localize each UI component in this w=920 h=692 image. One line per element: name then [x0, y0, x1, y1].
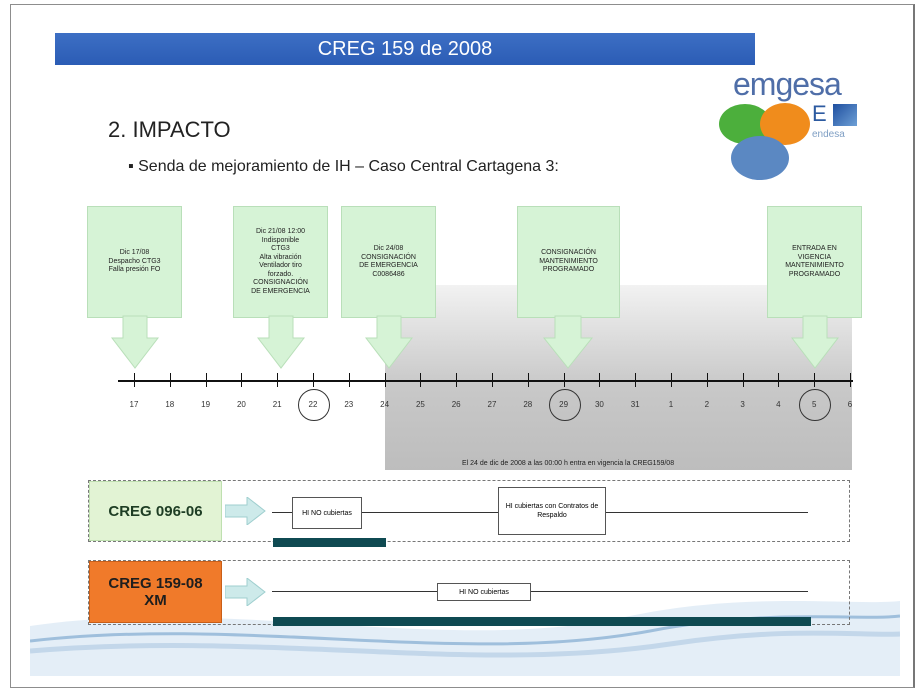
row1-hi-cubiertas-contratos: HI cubiertas con Contratos de Respaldo — [498, 487, 606, 535]
timeline-label: 25 — [415, 400, 425, 409]
timeline-tick — [527, 373, 529, 387]
timeline-tick — [563, 373, 565, 387]
row1-bar — [273, 538, 386, 547]
emgesa-logo-text: emgesa — [733, 66, 842, 102]
timeline-label: 28 — [523, 400, 533, 409]
row1-arrow-icon — [225, 497, 266, 525]
timeline-highlight-circle — [298, 389, 330, 421]
timeline-label: 2 — [704, 400, 710, 409]
endesa-logo-text: endesa — [812, 129, 845, 140]
timeline-label: 17 — [129, 400, 139, 409]
timeline-axis — [118, 380, 853, 382]
timeline-tick — [348, 373, 350, 387]
timeline-tick — [599, 373, 601, 387]
timeline-label: 24 — [380, 400, 390, 409]
timeline-tick — [241, 373, 243, 387]
endesa-square-icon — [833, 104, 857, 126]
timeline-tick — [635, 373, 637, 387]
arrow-mant — [542, 315, 594, 369]
timeline-tick — [313, 373, 314, 387]
arrow-dec24 — [364, 315, 414, 369]
timeline-tick — [850, 373, 851, 387]
arrow-dec17 — [110, 315, 160, 369]
timeline-tick — [420, 373, 422, 387]
row2-line — [272, 591, 808, 592]
row2-bar — [273, 617, 811, 626]
timeline-highlight-circle — [799, 389, 832, 421]
bullet-text: ▪ Senda de mejoramiento de IH – Caso Cen… — [128, 158, 559, 175]
endesa-e-icon: E — [812, 101, 827, 126]
timeline-label: 23 — [344, 400, 354, 409]
timeline-tick — [134, 373, 135, 387]
event-box-dec17: Dic 17/08 Despacho CTG3 Falla presión FO — [87, 206, 182, 318]
vigencia-note: El 24 de dic de 2008 a las 00:00 h entra… — [462, 460, 675, 467]
timeline-tick — [814, 373, 816, 387]
timeline-label: 30 — [594, 400, 604, 409]
row2-hi-no-cubiertas: HI NO cubiertas — [437, 583, 531, 601]
arrow-dec21 — [256, 315, 306, 369]
timeline-tick — [742, 373, 744, 387]
timeline-label: 3 — [740, 400, 745, 409]
timeline-tick — [778, 373, 780, 387]
row1-hi-no-cubiertas: HI NO cubiertas — [292, 497, 362, 529]
creg-159-label: CREG 159-08 XM — [89, 561, 222, 623]
timeline-tick — [384, 373, 386, 387]
slide-title-bar: CREG 159 de 2008 — [55, 33, 755, 65]
row2-arrow-icon — [225, 578, 266, 606]
timeline-label: 4 — [776, 400, 781, 409]
timeline-label: 31 — [630, 400, 640, 409]
timeline-tick — [706, 373, 708, 387]
timeline-tick — [492, 373, 493, 387]
timeline-tick — [277, 373, 279, 387]
timeline-tick — [671, 373, 672, 387]
timeline-label: 21 — [272, 400, 282, 409]
event-box-dec21: Dic 21/08 12:00 Indisponible CTG3 Alta v… — [233, 206, 328, 318]
creg-096-label: CREG 096-06 — [89, 481, 222, 541]
event-box-entrada-vigencia: ENTRADA EN VIGENCIA MANTENIMIENTO PROGRA… — [767, 206, 862, 318]
timeline-tick — [169, 373, 171, 387]
row-creg-096 — [88, 480, 850, 542]
timeline-label: 27 — [487, 400, 497, 409]
timeline-label: 20 — [236, 400, 246, 409]
timeline-label: 1 — [668, 400, 674, 409]
event-box-dec24: Dic 24/08 CONSIGNACIÓN DE EMERGENCIA C00… — [341, 206, 436, 318]
timeline-label: 19 — [201, 400, 211, 409]
logo-blue-circle — [731, 136, 789, 180]
timeline-label: 6 — [847, 400, 853, 409]
timeline-tick — [205, 373, 207, 387]
event-box-mant-programado: CONSIGNACIÓN MANTENIMIENTO PROGRAMADO — [517, 206, 620, 318]
section-heading: 2. IMPACTO — [108, 117, 231, 142]
timeline-label: 26 — [451, 400, 461, 409]
timeline-highlight-circle — [548, 389, 581, 421]
timeline-label: 18 — [165, 400, 175, 409]
timeline-tick — [456, 373, 458, 387]
arrow-entrada — [790, 315, 840, 369]
